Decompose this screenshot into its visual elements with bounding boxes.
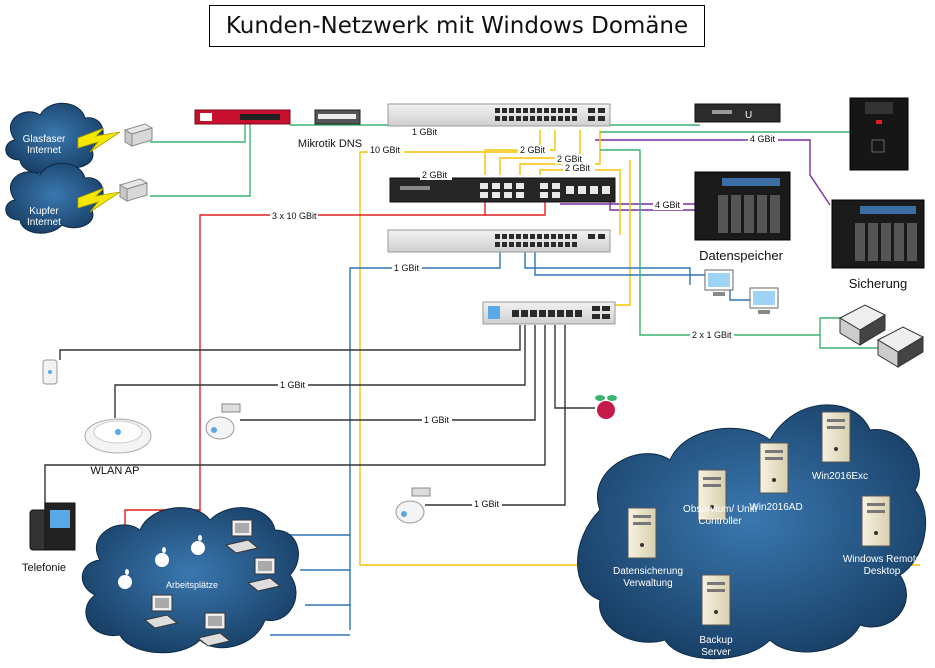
lightning-icon-kupfer bbox=[77, 187, 121, 213]
link-label-cam1-1gbit: 1 GBit bbox=[424, 415, 450, 425]
link-label-4gbit-nas: 4 GBit bbox=[655, 200, 681, 210]
camera-1 bbox=[205, 403, 241, 440]
server-icon-windows-remote bbox=[861, 495, 891, 547]
line-dark-cam1 bbox=[240, 325, 536, 421]
apple-icon-2 bbox=[191, 535, 205, 555]
link-label-switch3-1gbit: 1 GBit bbox=[394, 263, 420, 273]
camera-2 bbox=[395, 487, 431, 524]
workstation-icon-4 bbox=[196, 612, 232, 647]
telephone-device bbox=[29, 502, 76, 551]
telefonie-label: Telefonie bbox=[22, 562, 66, 574]
workstation-icon-3 bbox=[143, 594, 179, 629]
link-label-ap-1gbit: 1 GBit bbox=[280, 380, 306, 390]
server-label-win2016exc: Win2016Exc bbox=[812, 471, 868, 482]
link-label-3x10gbit: 3 x 10 GBit bbox=[272, 211, 317, 221]
apple-icon-3 bbox=[118, 569, 132, 589]
diagram-title: Kunden-Netzwerk mit Windows Domäne bbox=[209, 5, 705, 47]
switch-access-1 bbox=[387, 229, 611, 253]
green-line-kupfer bbox=[150, 122, 251, 197]
switch-access-2 bbox=[482, 301, 616, 325]
link-label-top-1gbit: 1 GBit bbox=[412, 127, 438, 137]
line-dark-cam2 bbox=[425, 325, 566, 506]
lightning-icon-glasfaser bbox=[77, 127, 121, 153]
line-blue-pc1 bbox=[524, 250, 691, 285]
line-blue-1gbit bbox=[349, 250, 501, 630]
server-icon-observium bbox=[697, 469, 727, 521]
link-label-2gbit-c: 2 GBit bbox=[565, 163, 591, 173]
printer-2 bbox=[876, 326, 925, 368]
link-label-10gbit: 10 GBit bbox=[370, 145, 401, 155]
link-label-cam2-1gbit: 1 GBit bbox=[474, 499, 500, 509]
nas-datenspeicher bbox=[694, 171, 791, 241]
green-line-glasfaser bbox=[150, 122, 246, 143]
switch-core-1 bbox=[387, 103, 611, 127]
line-2x1gbit-b bbox=[819, 335, 885, 349]
storage-tower bbox=[849, 97, 909, 171]
line-dark-telefonie bbox=[44, 325, 546, 510]
wall-sensor bbox=[42, 359, 58, 385]
pc-monitor-1 bbox=[704, 269, 734, 296]
cloud-server bbox=[577, 404, 927, 660]
sicherung-label: Sicherung bbox=[849, 276, 908, 291]
mikrotik-router bbox=[314, 109, 361, 125]
modem-glasfaser bbox=[123, 123, 154, 147]
link-label-2x1gbit: 2 x 1 GBit bbox=[692, 330, 732, 340]
switch-aggregation bbox=[389, 177, 616, 203]
nas-sicherung bbox=[831, 199, 925, 269]
line-red-3x10 bbox=[199, 200, 486, 635]
printer-1 bbox=[838, 304, 887, 346]
link-label-2gbit-a: 2 GBit bbox=[520, 145, 546, 155]
wlan-ap bbox=[84, 418, 152, 454]
arbeitsplaetze-label: Arbeitsplätze bbox=[166, 580, 218, 590]
apple-icon-1 bbox=[155, 547, 169, 567]
workstation-icon-2 bbox=[246, 557, 282, 592]
pc-monitor-2 bbox=[749, 287, 779, 314]
line-dark-phone-top bbox=[59, 325, 521, 360]
mikrotik-label: Mikrotik DNS bbox=[298, 138, 362, 150]
nas-label: Datenspeicher bbox=[699, 248, 783, 263]
raspberry-icon bbox=[595, 395, 617, 419]
svg-text:U: U bbox=[745, 110, 752, 121]
wlan-ap-label: WLAN AP bbox=[91, 465, 140, 477]
link-label-2gbit-d: 2 GBit bbox=[422, 170, 448, 180]
modem-kupfer bbox=[118, 178, 149, 202]
link-label-2gbit-b: 2 GBit bbox=[557, 154, 583, 164]
line-2gbit-b bbox=[499, 130, 581, 175]
cloud-key-device: U bbox=[694, 103, 781, 123]
line-4gbit-sicherung bbox=[595, 139, 831, 206]
server-icon-win2016ad bbox=[759, 442, 789, 494]
line-dark-ap bbox=[114, 325, 526, 418]
workstation-icon-1 bbox=[224, 519, 260, 554]
line-dark-raspberry bbox=[554, 325, 595, 409]
line-yellow-switch3 bbox=[610, 160, 631, 306]
server-icon-datensicherung bbox=[627, 507, 657, 559]
server-label-win2016ad: Win2016AD bbox=[749, 502, 802, 513]
firewall-appliance bbox=[194, 109, 291, 125]
server-icon-backup bbox=[701, 574, 731, 626]
link-label-4gbit-top: 4 GBit bbox=[750, 134, 776, 144]
server-icon-win2016exc bbox=[821, 411, 851, 463]
